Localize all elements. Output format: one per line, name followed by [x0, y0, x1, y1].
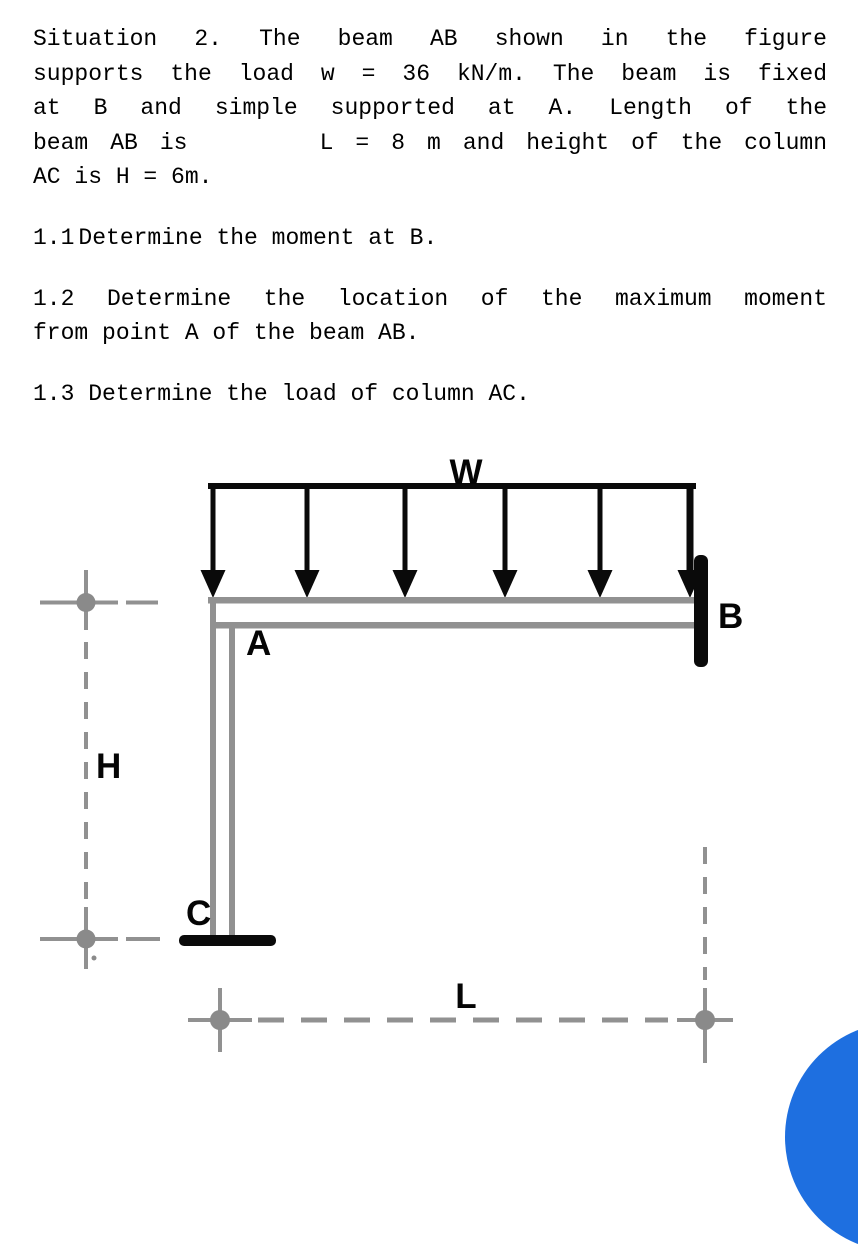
load-arrow — [200, 486, 226, 598]
centerline-marker-bottom-left — [40, 907, 160, 969]
height-dimension — [40, 570, 160, 969]
base-support-c — [179, 935, 276, 946]
statement-line: beam AB is L = 8 m and height of the col… — [33, 129, 827, 156]
question-text: Determine the moment at B. — [78, 224, 438, 251]
stray-dot — [91, 955, 97, 961]
centerline-marker-bottom-left-dim — [188, 988, 252, 1052]
load-arrow — [392, 486, 418, 598]
column-right-chord — [229, 622, 235, 941]
beam-top-chord — [208, 597, 699, 604]
column-left-chord — [210, 597, 216, 941]
centerline-marker-bottom-right-dim — [677, 988, 733, 1063]
frame-diagram: W A B C H L — [40, 453, 743, 1063]
question-1-3: 1.3 Determine the load of column AC. — [33, 377, 827, 412]
statement-line: at B and simple supported at A. Length o… — [33, 95, 827, 122]
question-text: 1.2 Determine the location of the maximu… — [33, 285, 827, 312]
load-arrow — [294, 486, 320, 598]
fixed-support-b — [694, 555, 708, 667]
problem-statement: Situation 2. The beam AB shown in the fi… — [0, 0, 858, 411]
question-text: from point A of the beam AB. — [33, 320, 420, 347]
label-a: A — [246, 624, 271, 663]
centerline-marker-top-left — [40, 570, 158, 630]
label-b: B — [718, 597, 743, 636]
label-l: L — [455, 977, 476, 1016]
label-w: W — [449, 453, 482, 492]
load-arrow — [587, 486, 613, 598]
question-1-2: 1.2 Determine the location of the maximu… — [33, 282, 827, 351]
statement-line: supports the load w = 36 kN/m. The beam … — [33, 60, 827, 87]
load-bar — [208, 483, 696, 489]
figure-container: W A B C H L — [0, 430, 858, 1069]
load-arrows — [200, 483, 703, 598]
statement-line: AC is H = 6m. — [33, 164, 213, 191]
label-h: H — [96, 747, 121, 786]
load-arrow — [492, 486, 518, 598]
beam-bottom-chord — [216, 622, 699, 629]
statement-line: Situation 2. The beam AB shown in the fi… — [33, 26, 827, 52]
question-text: 1.3 Determine the load of column AC. — [33, 380, 530, 407]
question-number: 1.1 — [33, 224, 75, 251]
label-c: C — [186, 894, 211, 933]
length-dimension — [188, 847, 733, 1063]
